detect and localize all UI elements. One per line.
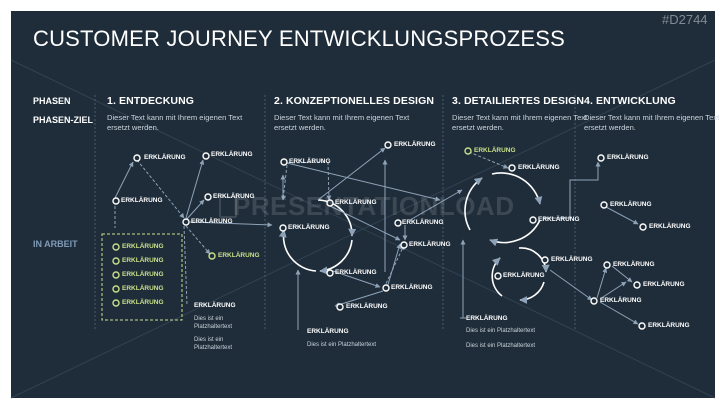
node-label: ERKLÄRUNG: [194, 302, 236, 309]
node-label: ERKLÄRUNG: [121, 197, 163, 204]
column-separators: [94, 95, 576, 330]
highlight-node-dots: [112, 147, 472, 307]
node-label: ERKLÄRUNG: [607, 154, 649, 161]
node-label: ERKLÄRUNG: [122, 243, 164, 250]
node-label: ERKLÄRUNG: [474, 147, 516, 154]
node-label: ERKLÄRUNG: [643, 281, 685, 288]
node-label: ERKLÄRUNG: [122, 299, 164, 306]
phase-title-4: 4. ENTWICKLUNG: [584, 95, 676, 107]
node-label: ERKLÄRUNG: [144, 154, 186, 161]
node-label: ERKLÄRUNG: [288, 224, 330, 231]
node-label: ERKLÄRUNG: [191, 218, 233, 225]
node-label: ERKLÄRUNG: [518, 164, 560, 171]
phase-title-1: 1. ENTDECKUNG: [107, 95, 195, 107]
node-label: ERKLÄRUNG: [218, 252, 260, 259]
node-label: ERKLÄRUNG: [394, 141, 436, 148]
node-label: ERKLÄRUNG: [648, 322, 690, 329]
phase-text-4: Dieser Text kann mit Ihrem eigenen Text …: [584, 113, 720, 132]
connector-arrows: [114, 147, 639, 330]
row-label-phasen-ziel: PHASEN-ZIEL: [33, 115, 94, 125]
placeholder-text-4: Dies ist ein Platzhaltertext: [466, 328, 536, 334]
cycle-arrows: [278, 172, 550, 304]
in-arbeit-box: [101, 233, 183, 321]
node-label: ERKLÄRUNG: [649, 223, 691, 230]
node-label: ERKLÄRUNG: [122, 257, 164, 264]
placeholder-text-2: Dies ist ein Platzhaltertext: [194, 337, 233, 351]
dashed-arrows: [114, 151, 509, 306]
phase-text-2: Dieser Text kann mit Ihrem eigenen Text …: [274, 113, 410, 132]
phase-title-3: 3. DETAILIERTES DESIGN: [452, 95, 585, 107]
slide-background: [11, 11, 715, 398]
node-label: ERKLÄRUNG: [551, 256, 593, 263]
row-label-in-arbeit: IN ARBEIT: [33, 239, 78, 249]
phase-text-1: Dieser Text kann mit Ihrem eigenen Text …: [107, 113, 243, 132]
node-label: ERKLÄRUNG: [122, 271, 164, 278]
node-label: ERKLÄRUNG: [503, 272, 545, 279]
node-label: ERKLÄRUNG: [307, 328, 349, 335]
node-label: ERKLÄRUNG: [610, 201, 652, 208]
node-label: ERKLÄRUNG: [211, 151, 253, 158]
row-label-phasen: PHASEN: [33, 96, 71, 106]
node-label: ERKLÄRUNG: [213, 193, 255, 200]
phase-text-3: Dieser Text kann mit Ihrem eigenen Text …: [452, 113, 588, 132]
node-label: ERKLÄRUNG: [346, 303, 388, 310]
node-dots: [112, 141, 647, 330]
node-label: ERKLÄRUNG: [600, 297, 642, 304]
node-label: ERKLÄRUNG: [122, 285, 164, 292]
background-lines: [10, 59, 716, 399]
page-title: CUSTOMER JOURNEY ENTWICKLUNGSPROZESS: [33, 26, 566, 51]
placeholder-text-3: Dies ist ein Platzhaltertext: [307, 342, 377, 348]
node-label: ERKLÄRUNG: [335, 269, 377, 276]
node-label: ERKLÄRUNG: [466, 315, 508, 322]
node-label: ERKLÄRUNG: [409, 241, 451, 248]
node-label: ERKLÄRUNG: [335, 199, 377, 206]
placeholder-text-5: Dies ist ein Platzhaltertext: [466, 343, 536, 349]
node-label: ERKLÄRUNG: [538, 216, 580, 223]
node-label: ERKLÄRUNG: [613, 261, 655, 268]
node-label: ERKLÄRUNG: [402, 219, 444, 226]
node-label: ERKLÄRUNG: [289, 158, 331, 165]
phase-title-2: 2. KONZEPTIONELLES DESIGN: [274, 95, 435, 107]
node-label: ERKLÄRUNG: [391, 284, 433, 291]
placeholder-text-1: Dies ist ein Platzhaltertext: [194, 316, 233, 330]
watermark: PRESENTATIONLOAD: [233, 191, 515, 221]
watermark-logo-icon: [219, 196, 237, 218]
slide-code: #D2744: [662, 12, 708, 27]
